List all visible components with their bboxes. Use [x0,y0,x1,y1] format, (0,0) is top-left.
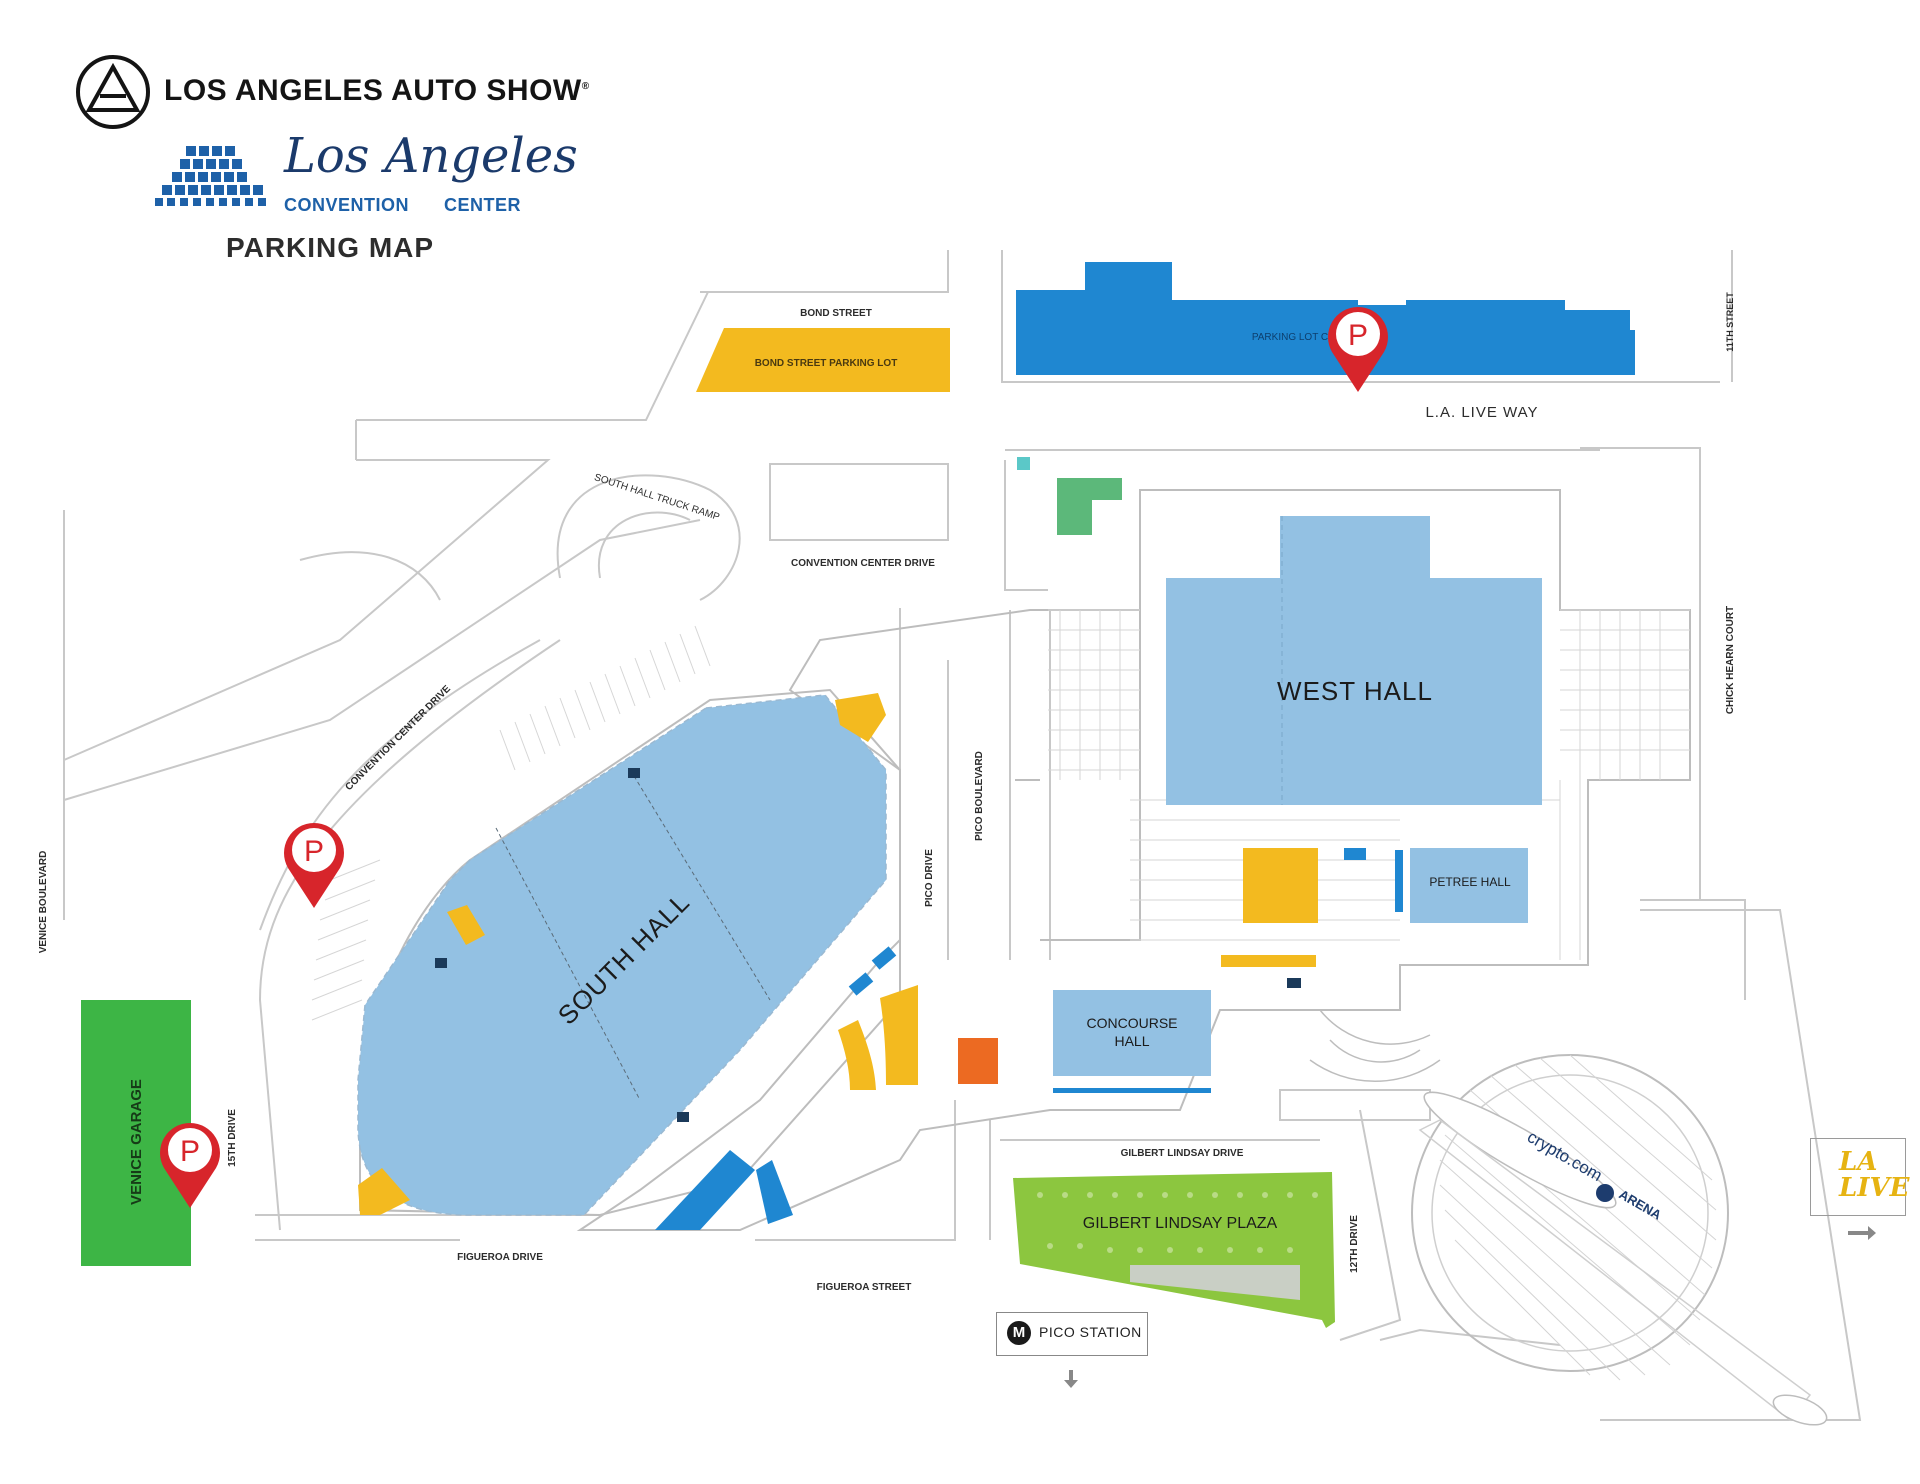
figueroa-drive-label: FIGUEROA DRIVE [457,1252,543,1263]
gilbert-lindsay-drive-label: GILBERT LINDSAY DRIVE [1121,1148,1244,1159]
arena-sweep [1418,1119,1812,1422]
la-live-line2: LIVE [1839,1173,1910,1203]
bond-street-label: BOND STREET [800,308,872,319]
venue-sub-left: CONVENTION [284,195,410,215]
petree-hall-label: PETREE HALL [1429,875,1511,889]
blue-block-bottom-1 [655,1150,755,1230]
arrow-right-icon [1848,1226,1876,1240]
arena-logo-icon [1596,1184,1614,1202]
petree-hall [1410,848,1528,923]
triangle-a-mark [85,62,141,112]
venue-sub-right: CENTER [444,195,522,215]
parking-pin-convention-center-drive[interactable]: P [284,823,344,908]
pin-inner-circle [1336,312,1380,356]
road-network [63,250,1862,1421]
pin-inner-circle [168,1128,212,1172]
plaza-walkway [1130,1265,1300,1300]
blue-small-2 [848,972,874,996]
dark-small-2 [628,768,640,778]
gilbert-lindsay-plaza-label: GILBERT LINDSAY PLAZA [1083,1215,1278,1232]
rotunda [1309,1009,1441,1083]
twelfth-drive-label: 12TH DRIVE [1349,1215,1360,1273]
yellow-block-west [1243,848,1318,923]
registered-mark: ® [581,81,590,92]
header: LOS ANGELES AUTO SHOW® Los Angeles CONVE… [0,0,700,280]
blue-small-3 [1344,848,1366,860]
la-live-logo[interactable]: LA LIVE [1810,1138,1909,1216]
truck-ramp-label: SOUTH HALL TRUCK RAMP [593,472,721,523]
west-hall [1166,516,1542,805]
concourse-hall [1053,990,1211,1076]
parking-pin-la-live-way[interactable]: P [1328,307,1388,392]
yellow-arc-1 [838,1020,876,1090]
bond-street-parking-lot [696,328,950,392]
pin-label: P [304,835,324,868]
pico-boulevard-label: PICO BOULEVARD [974,751,985,841]
yellow-block-south-left [447,905,485,945]
pin-label: P [180,1135,200,1168]
pico-drive-label: PICO DRIVE [924,849,935,907]
gilbert-lindsay-plaza [1013,1172,1335,1328]
auto-show-logo [76,55,150,129]
plaza-tree-dots [1037,1192,1318,1253]
arena-word-text: ARENA [1617,1187,1665,1223]
concourse-blue-strip [1053,1088,1211,1093]
bond-street-parking-lot-label: BOND STREET PARKING LOT [755,358,898,369]
green-lot [1057,478,1122,535]
parking-pin-venice-garage[interactable]: P [160,1123,220,1208]
convention-center-drive-top-label: CONVENTION CENTER DRIVE [791,558,935,569]
triangle-a-circle-logo [76,55,150,129]
yellow-strip-west [1221,955,1316,967]
la-live-way-label: L.A. LIVE WAY [1425,404,1538,421]
blue-small-1 [871,946,897,970]
arena-tip [1772,1394,1828,1426]
dark-small-1 [1287,978,1301,988]
parking-lot-c [1016,262,1635,375]
south-hall-divider-1 [495,827,641,1101]
concourse-hall-label-2: HALL [1114,1033,1149,1049]
metro-icon: M [1007,1321,1031,1345]
map-title: PARKING MAP [226,232,435,263]
arrow-down-icon [1064,1370,1078,1388]
concourse-hall-label-1: CONCOURSE [1086,1015,1177,1031]
blue-small-4 [1395,850,1403,912]
figueroa-street-label: FIGUEROA STREET [817,1282,912,1293]
blue-block-bottom-2 [756,1160,793,1224]
eleventh-street-label: 11TH STREET [1725,292,1735,352]
teal-lot [1017,457,1030,470]
orange-block [958,1038,998,1084]
pin-inner-circle [292,828,336,872]
south-hall [357,694,887,1216]
fifteenth-drive-label: 15TH DRIVE [227,1109,238,1167]
la-live-line1: LA [1839,1147,1878,1177]
venice-garage-label: VENICE GARAGE [128,1079,145,1205]
arena-roof-lines [1439,1054,1717,1381]
auto-show-title-text: LOS ANGELES AUTO SHOW [164,74,582,107]
arena-inner-ring [1431,1074,1709,1352]
arena-ellipse [1423,1091,1617,1209]
yellow-block-top-south [835,693,886,742]
la-live-logo-text: LA LIVE [1839,1149,1909,1201]
west-hall-label: WEST HALL [1277,676,1433,706]
venue-script-logo: Los Angeles [284,128,578,184]
south-hall-divider-2 [633,775,771,1001]
dark-small-3 [435,958,447,968]
dark-small-4 [677,1112,689,1122]
auto-show-title: LOS ANGELES AUTO SHOW® [164,74,590,108]
crypto-arena: crypto.com ARENA [1411,1054,1828,1426]
yellow-block-2 [880,985,918,1085]
pico-station-box[interactable]: M PICO STATION [996,1312,1148,1356]
lacc-logo [155,146,266,206]
venice-boulevard-label: VENICE BOULEVARD [38,851,49,954]
chick-hearn-court-label: CHICK HEARN COURT [1725,606,1736,714]
pico-station-label: PICO STATION [1039,1324,1142,1340]
parking-lot-c-label: PARKING LOT C [1252,332,1328,343]
pin-label: P [1348,319,1368,352]
yellow-block-bottom-left [358,1168,410,1215]
